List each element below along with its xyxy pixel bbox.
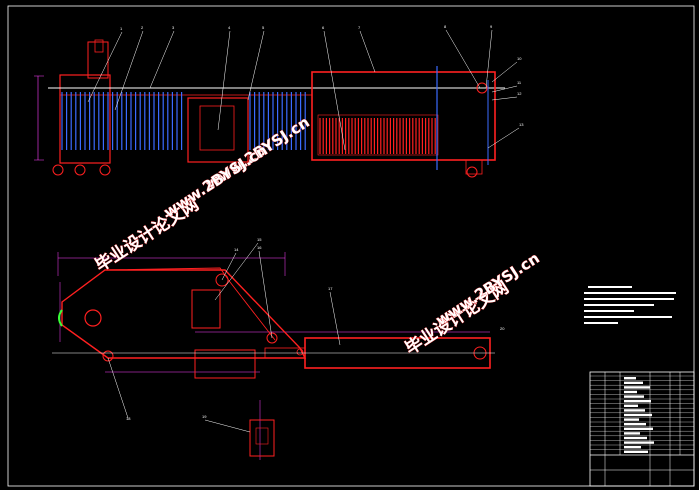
bottom-view-linkage [52, 252, 495, 460]
callout-number: 11 [517, 80, 522, 85]
title-block-entry [624, 395, 644, 398]
callout-number: 10 [517, 56, 522, 61]
callout-number: 13 [519, 122, 524, 127]
bottom-dimensions [57, 252, 490, 460]
link-block [191, 289, 221, 329]
base-wheels [52, 164, 478, 178]
callout-number: 2 [141, 25, 144, 30]
callout-number: 5 [262, 25, 265, 30]
title-block-entry [624, 441, 654, 444]
top-view-assembly [34, 39, 505, 178]
detail-part [249, 419, 275, 457]
title-block-entry [624, 427, 653, 430]
pivot-mid [266, 332, 278, 344]
title-block-entry [624, 404, 638, 407]
callout-number: 9 [490, 24, 493, 29]
title-block-entry [624, 381, 643, 384]
callout-number: 16 [257, 245, 262, 250]
callout-number: 17 [328, 286, 333, 291]
top-motor-cap [94, 39, 104, 53]
title-block-entry [624, 418, 639, 421]
drawing-frame [7, 5, 695, 487]
callout-number: 12 [517, 91, 522, 96]
title-block [589, 371, 695, 487]
central-housing-inner [199, 105, 235, 151]
title-block-entry [624, 450, 648, 453]
callout-number: 18 [126, 416, 131, 421]
callout-number: 6 [322, 25, 325, 30]
top-view-leaders [87, 29, 520, 151]
callout-number: 8 [444, 24, 447, 29]
right-tank-inner [317, 114, 439, 156]
head-frame [59, 74, 111, 164]
left-dimension-bracket [34, 75, 44, 161]
callout-number: 3 [172, 25, 175, 30]
callout-number: 4 [228, 25, 231, 30]
pivot-top [215, 273, 229, 287]
upper-arm [104, 267, 276, 341]
callout-number: 15 [257, 237, 262, 242]
title-block-entry [624, 423, 646, 426]
callout-number: 20 [500, 326, 505, 331]
detail-part-inner [255, 427, 269, 445]
title-block-entry [624, 377, 636, 380]
filter-plate-group-left [61, 92, 306, 150]
left-bracket [58, 309, 63, 327]
end-pulley [476, 82, 488, 94]
pivot-left [84, 309, 102, 327]
title-block-entry [624, 390, 637, 394]
tank-foot [465, 159, 483, 175]
title-block-entry [624, 409, 645, 412]
title-block-rows [590, 375, 694, 453]
title-block-entry [624, 386, 650, 389]
actuator-body [194, 349, 256, 379]
callout-number: 7 [358, 25, 361, 30]
title-block-entry [624, 413, 652, 417]
technical-notes [584, 286, 676, 324]
title-block-entry [624, 446, 641, 449]
title-block-entry [624, 432, 640, 435]
pivot-base [102, 350, 114, 362]
rod-pin [296, 348, 304, 356]
title-block-entry [624, 400, 651, 403]
filter-plate-group-tank [319, 118, 436, 154]
top-motor-block [87, 41, 109, 79]
callout-number: 19 [202, 414, 207, 419]
right-tank [311, 71, 496, 161]
callout-number: 1 [120, 26, 123, 31]
watermark-url-3: www.2BYSJ.cn [160, 141, 270, 221]
watermark-url-2: www.2BYSJ.cn [432, 249, 542, 329]
callout-number: 14 [234, 247, 239, 252]
bottom-view-leaders [107, 242, 341, 433]
central-housing [187, 97, 249, 163]
title-block-entry [624, 436, 647, 440]
